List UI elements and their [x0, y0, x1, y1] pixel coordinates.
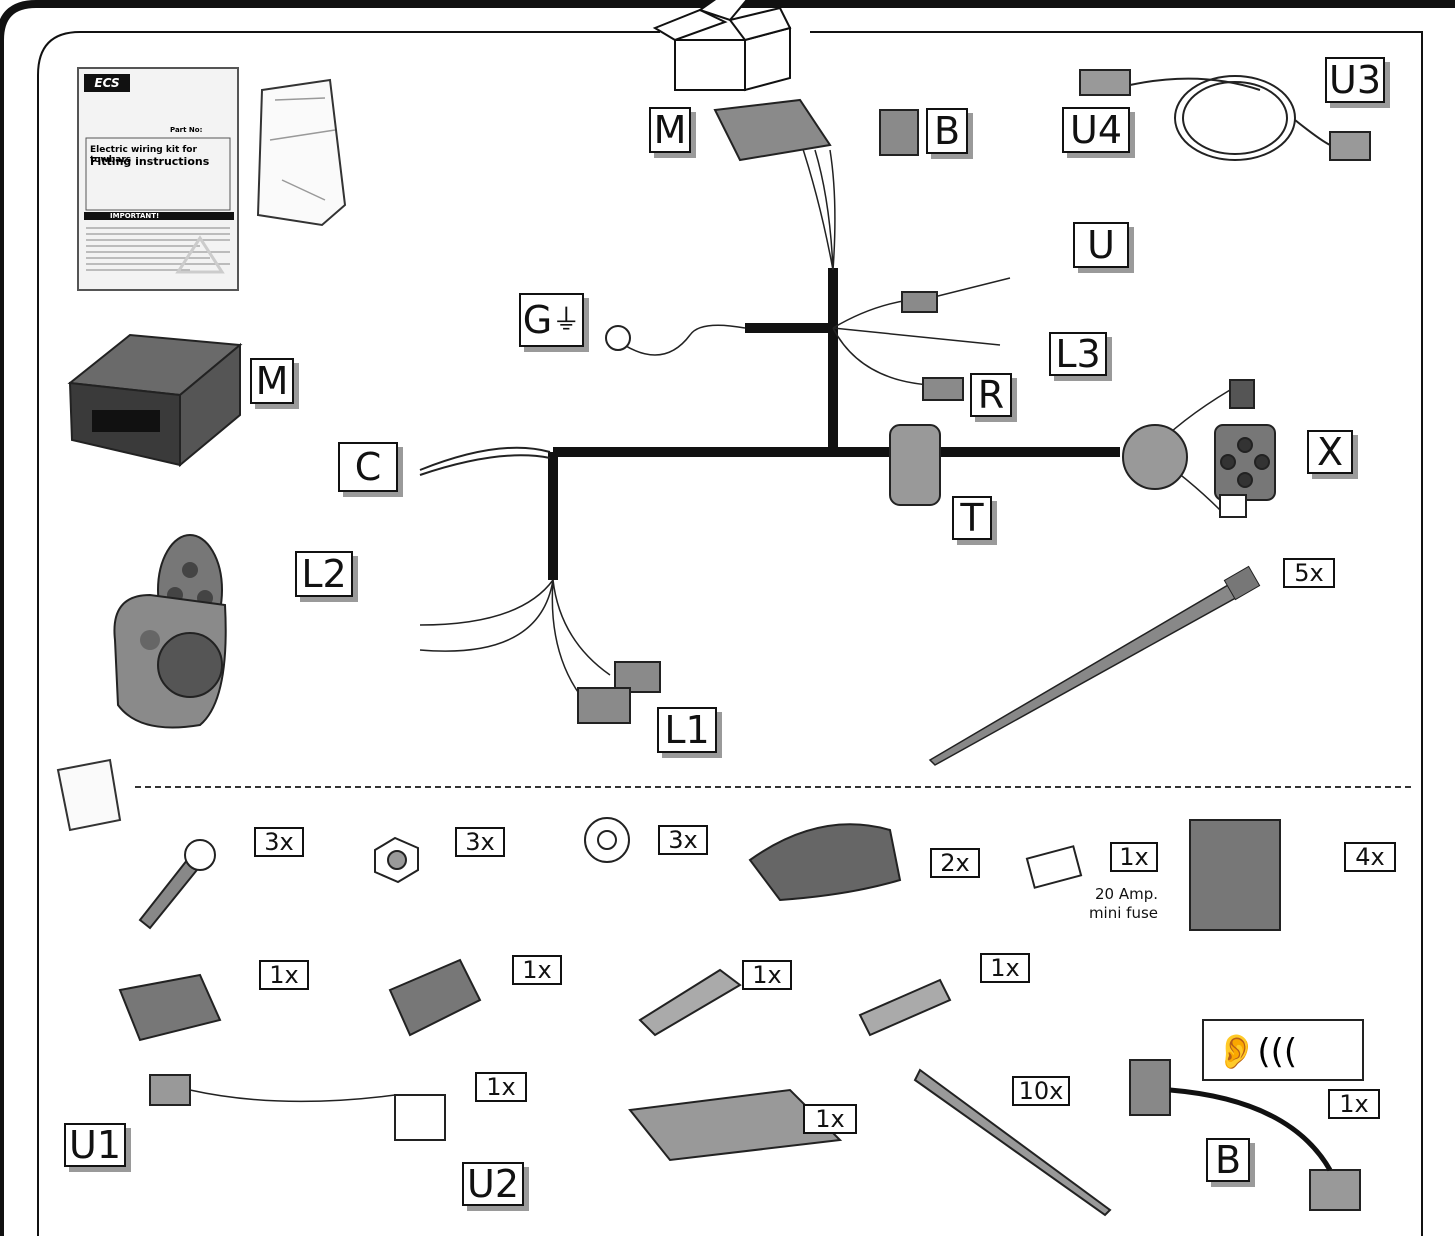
extension-cable-coil	[1129, 75, 1331, 161]
qty-housing-female: 1x	[259, 960, 309, 990]
label-g-text: G	[522, 298, 553, 342]
qty-fuse-tap: 1x	[475, 1072, 527, 1102]
label-x: X	[1307, 430, 1353, 474]
fuse-note-line2: mini fuse	[1088, 904, 1158, 922]
fuse-note-line1: 20 Amp.	[1094, 885, 1158, 903]
control-module	[67, 333, 243, 468]
qty-housing-male: 1x	[512, 955, 562, 985]
qty-connector-clips: 4x	[1344, 842, 1396, 872]
small-parts	[118, 817, 1361, 1217]
ground-icon: ⏚	[552, 303, 581, 336]
qty-terminal-female: 1x	[980, 953, 1030, 983]
trailer-socket	[113, 534, 227, 729]
label-r: R	[970, 373, 1012, 417]
sound-icon: 👂(((	[1215, 1032, 1297, 1072]
connectors	[577, 69, 1371, 724]
qty-nuts: 3x	[455, 827, 505, 857]
box-icon	[652, 0, 792, 92]
harness-leads	[419, 139, 1231, 696]
label-b-top: B	[926, 108, 968, 154]
small-bag	[56, 758, 122, 832]
label-l3: L3	[1049, 332, 1107, 376]
label-l1: L1	[657, 707, 717, 753]
label-u4: U4	[1062, 107, 1130, 153]
qty-washers: 3x	[658, 825, 708, 855]
harness-trunk	[548, 268, 1120, 580]
qty-buzzer: 1x	[1328, 1089, 1380, 1119]
qty-cable-ties-long: 5x	[1283, 558, 1335, 588]
manual-booklet	[77, 67, 239, 291]
cable-tie-long	[928, 565, 1261, 766]
manual-subtitle: Electric wiring kit for towbars	[90, 145, 197, 165]
manual-title: Fitting instructions	[90, 155, 210, 168]
label-m-harness: M	[649, 107, 691, 153]
label-u2: U2	[462, 1162, 524, 1206]
label-u1: U1	[64, 1123, 126, 1167]
label-m-module: M	[250, 358, 294, 404]
manual-important: IMPORTANT!	[110, 212, 160, 220]
qty-foam-pad: 1x	[803, 1104, 857, 1134]
label-u3: U3	[1325, 57, 1385, 103]
label-c: C	[338, 442, 398, 492]
label-u: U	[1073, 222, 1129, 268]
plastic-bag	[256, 78, 347, 227]
ear-icon-box	[1202, 1019, 1364, 1081]
qty-screws: 3x	[254, 827, 304, 857]
manual-part-no: Part No:	[170, 126, 203, 134]
label-g-ground: G⏚	[519, 293, 584, 347]
inner-frame	[37, 31, 1423, 1236]
label-l2: L2	[295, 551, 353, 597]
manual-brand: ECS	[94, 76, 120, 90]
label-b-bottom: B	[1206, 1138, 1250, 1182]
qty-cable-ties-short: 10x	[1012, 1076, 1070, 1106]
qty-tape: 2x	[930, 848, 980, 878]
label-t: T	[952, 496, 992, 540]
qty-terminal-male: 1x	[742, 960, 792, 990]
fuse-note: 20 Amp. mini fuse	[1060, 885, 1158, 923]
qty-fuse: 1x	[1110, 842, 1158, 872]
